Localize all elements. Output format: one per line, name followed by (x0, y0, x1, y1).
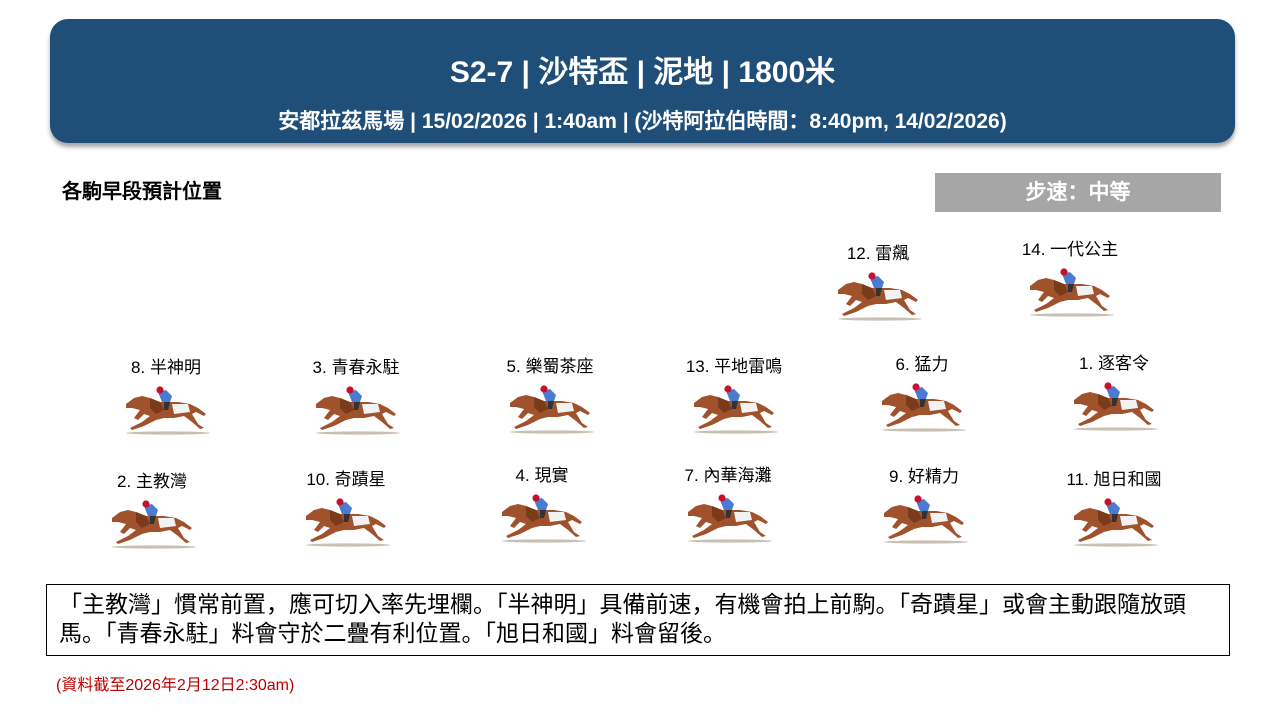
horse-label: 3. 青春永駐 (312, 358, 400, 377)
racehorse-icon (882, 383, 966, 432)
horse-label: 7. 內華海灘 (684, 466, 772, 485)
horse-label: 4. 現實 (515, 466, 569, 485)
horse-item: 4. 現實 (472, 466, 612, 544)
horse-label: 14. 一代公主 (1021, 240, 1119, 259)
horse-label: 6. 猛力 (895, 355, 949, 374)
racehorse-icon (688, 494, 772, 543)
horse-item: 11. 旭日和國 (1044, 470, 1184, 548)
racehorse-icon (838, 272, 922, 321)
horse-label: 9. 好精力 (889, 467, 959, 486)
horse-item: 13. 平地雷鳴 (664, 357, 804, 435)
horse-item: 10. 奇蹟星 (276, 470, 416, 548)
horse-item: 1. 逐客令 (1044, 354, 1184, 432)
racehorse-icon (884, 495, 968, 544)
racehorse-icon (1074, 382, 1158, 431)
horse-label: 10. 奇蹟星 (306, 470, 386, 489)
racehorse-icon (1030, 268, 1114, 317)
racehorse-icon (1074, 498, 1158, 547)
racehorse-icon (694, 385, 778, 434)
horse-label: 2. 主教灣 (117, 472, 187, 491)
horse-item: 8. 半神明 (96, 358, 236, 436)
data-timestamp-note: (資料截至2026年2月12日2:30am) (56, 677, 295, 694)
racehorse-icon (306, 498, 390, 547)
race-title: S2-7 | 沙特盃 | 泥地 | 1800米 (449, 56, 836, 89)
horse-item: 2. 主教灣 (82, 472, 222, 550)
racehorse-icon (126, 386, 210, 435)
horse-item: 6. 猛力 (852, 355, 992, 433)
horse-label: 1. 逐客令 (1079, 354, 1149, 373)
racehorse-icon (510, 385, 594, 434)
racehorse-icon (316, 386, 400, 435)
horse-label: 11. 旭日和國 (1066, 470, 1162, 489)
horse-item: 9. 好精力 (854, 467, 994, 545)
pace-badge: 步速：中等 (935, 173, 1221, 212)
horse-item: 12. 雷飆 (808, 244, 948, 322)
horse-item: 5. 樂蜀茶座 (480, 357, 620, 435)
horse-label: 8. 半神明 (131, 358, 201, 377)
horse-label: 12. 雷飆 (846, 244, 910, 263)
section-title: 各駒早段預計位置 (62, 181, 222, 203)
racehorse-icon (502, 494, 586, 543)
race-header: S2-7 | 沙特盃 | 泥地 | 1800米 安都拉茲馬場 | 15/02/2… (50, 19, 1235, 143)
analysis-comment: 「主教灣」慣常前置，應可切入率先埋欄。「半神明」具備前速，有機會拍上前駒。「奇蹟… (46, 584, 1230, 656)
horse-item: 14. 一代公主 (1000, 240, 1140, 318)
race-subtitle: 安都拉茲馬場 | 15/02/2026 | 1:40am | (沙特阿拉伯時間：… (278, 110, 1007, 133)
racehorse-icon (112, 500, 196, 549)
horse-label: 5. 樂蜀茶座 (506, 357, 594, 376)
horse-label: 13. 平地雷鳴 (685, 357, 783, 376)
horse-item: 3. 青春永駐 (286, 358, 426, 436)
horse-item: 7. 內華海灘 (658, 466, 798, 544)
